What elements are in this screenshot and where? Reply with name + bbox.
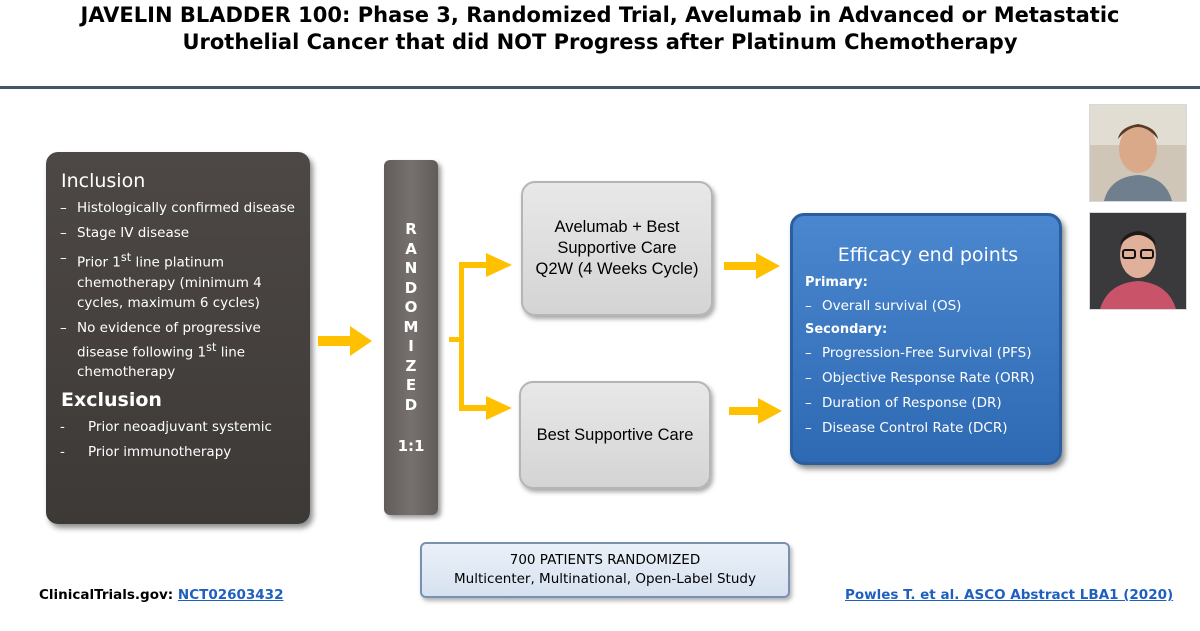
list-item: –Duration of Response (DR) xyxy=(805,393,1051,413)
bullet: – xyxy=(805,370,812,386)
avelumab-arm-box: Avelumab + Best Supportive Care Q2W (4 W… xyxy=(521,181,713,316)
inclusion-item-text: Stage IV disease xyxy=(77,225,190,241)
list-item: –Disease Control Rate (DCR) xyxy=(805,418,1051,438)
arm1-line-1: Avelumab + Best xyxy=(554,218,680,236)
letter: O xyxy=(404,298,418,316)
inclusion-item-text: line platinum chemotherapy (minimum 4 cy… xyxy=(77,254,262,311)
letter: E xyxy=(405,376,417,394)
title-line-1: JAVELIN BLADDER 100: Phase 3, Randomized… xyxy=(80,3,1120,27)
arm1-line-3: Q2W (4 Weeks Cycle) xyxy=(535,260,699,278)
secondary-endpoints-list: –Progression-Free Survival (PFS) –Object… xyxy=(805,343,1051,438)
inclusion-heading: Inclusion xyxy=(61,170,146,192)
endpoint-text: Objective Response Rate (ORR) xyxy=(822,370,1035,386)
bullet: – xyxy=(60,250,67,266)
secondary-label: Secondary: xyxy=(805,322,888,337)
best-supportive-care-arm-box: Best Supportive Care xyxy=(519,381,711,489)
presenter-photo-2 xyxy=(1089,212,1187,310)
presenter-photo-1 xyxy=(1089,104,1187,202)
list-item: –No evidence of progressive disease foll… xyxy=(60,318,300,383)
arm1-line-2: Supportive Care xyxy=(557,239,677,257)
patients-count: 700 PATIENTS RANDOMIZED xyxy=(509,552,701,568)
arm2-label: Best Supportive Care xyxy=(536,425,694,444)
eligibility-criteria-box: Inclusion –Histologically confirmed dise… xyxy=(46,152,310,524)
randomized-vertical-label: R A N D O M I Z E D xyxy=(384,220,438,415)
exclusion-heading: Exclusion xyxy=(61,389,162,411)
bullet: – xyxy=(805,420,812,436)
list-item: - Prior immunotherapy xyxy=(60,442,300,462)
letter: M xyxy=(403,317,419,336)
letter: N xyxy=(404,259,418,277)
bullet: – xyxy=(60,225,67,241)
inclusion-item-text: line chemotherapy xyxy=(77,344,246,380)
primary-endpoints-list: –Overall survival (OS) xyxy=(805,296,1051,316)
letter: D xyxy=(404,395,418,414)
exclusion-item-text: Prior neoadjuvant systemic xyxy=(88,419,272,435)
bullet: – xyxy=(805,395,812,411)
bullet: – xyxy=(805,345,812,361)
letter: A xyxy=(405,239,417,258)
bullet: - xyxy=(60,419,65,435)
right-arrow-icon xyxy=(459,396,512,420)
efficacy-endpoints-box: Efficacy end points Primary: –Overall su… xyxy=(790,213,1062,465)
letter: R xyxy=(405,220,417,238)
title-line-2: Urothelial Cancer that did NOT Progress … xyxy=(182,30,1018,54)
slide-title: JAVELIN BLADDER 100: Phase 3, Randomized… xyxy=(0,2,1200,56)
inclusion-item-text: Histologically confirmed disease xyxy=(77,200,295,216)
clinicaltrials-link[interactable]: NCT02603432 xyxy=(177,587,284,603)
right-arrow-icon xyxy=(459,253,512,277)
letter: Z xyxy=(405,356,417,375)
primary-label: Primary: xyxy=(805,275,868,290)
citation-link[interactable]: Powles T. et al. ASCO Abstract LBA1 (202… xyxy=(845,587,1174,603)
letter: D xyxy=(404,278,418,297)
list-item: –Objective Response Rate (ORR) xyxy=(805,368,1051,388)
branch-connector xyxy=(449,265,464,410)
bullet: – xyxy=(805,298,812,314)
list-item: –Progression-Free Survival (PFS) xyxy=(805,343,1051,363)
patients-randomized-box: 700 PATIENTS RANDOMIZED Multicenter, Mul… xyxy=(420,542,790,598)
list-item: –Prior 1st line platinum chemotherapy (m… xyxy=(60,248,300,313)
endpoint-text: Duration of Response (DR) xyxy=(822,395,1002,411)
efficacy-heading: Efficacy end points xyxy=(837,244,1019,266)
exclusion-item-text: Prior immunotherapy xyxy=(88,444,232,460)
list-item: –Overall survival (OS) xyxy=(805,296,1051,316)
title-divider xyxy=(0,86,1200,89)
right-arrow-icon xyxy=(318,326,372,356)
superscript: st xyxy=(120,251,132,264)
superscript: st xyxy=(206,340,217,354)
right-arrow-icon xyxy=(729,398,782,424)
inclusion-list: –Histologically confirmed disease –Stage… xyxy=(60,198,300,382)
list-item: –Histologically confirmed disease xyxy=(60,198,300,218)
bullet: - xyxy=(60,444,65,460)
inclusion-item-text: No evidence of progressive disease follo… xyxy=(77,319,261,361)
endpoint-text: Disease Control Rate (DCR) xyxy=(822,420,1008,436)
study-design: Multicenter, Multinational, Open-Label S… xyxy=(454,571,756,587)
letter: I xyxy=(408,337,414,355)
endpoint-text: Progression-Free Survival (PFS) xyxy=(822,345,1032,361)
list-item: –Stage IV disease xyxy=(60,223,300,243)
clinicaltrials-label: ClinicalTrials.gov: xyxy=(39,587,174,603)
list-item: - Prior neoadjuvant systemic xyxy=(60,417,300,437)
right-arrow-icon xyxy=(724,253,780,279)
randomization-bar: R A N D O M I Z E D 1:1 xyxy=(384,160,438,515)
randomization-ratio: 1:1 xyxy=(397,437,425,455)
exclusion-list: - Prior neoadjuvant systemic - Prior immun… xyxy=(60,417,300,462)
bullet: – xyxy=(60,319,67,336)
inclusion-item-text: Prior 1 xyxy=(77,254,121,271)
bullet: – xyxy=(60,200,67,216)
clinicaltrials-reference: ClinicalTrials.gov: NCT02603432 xyxy=(39,587,283,603)
endpoint-text: Overall survival (OS) xyxy=(822,298,962,314)
